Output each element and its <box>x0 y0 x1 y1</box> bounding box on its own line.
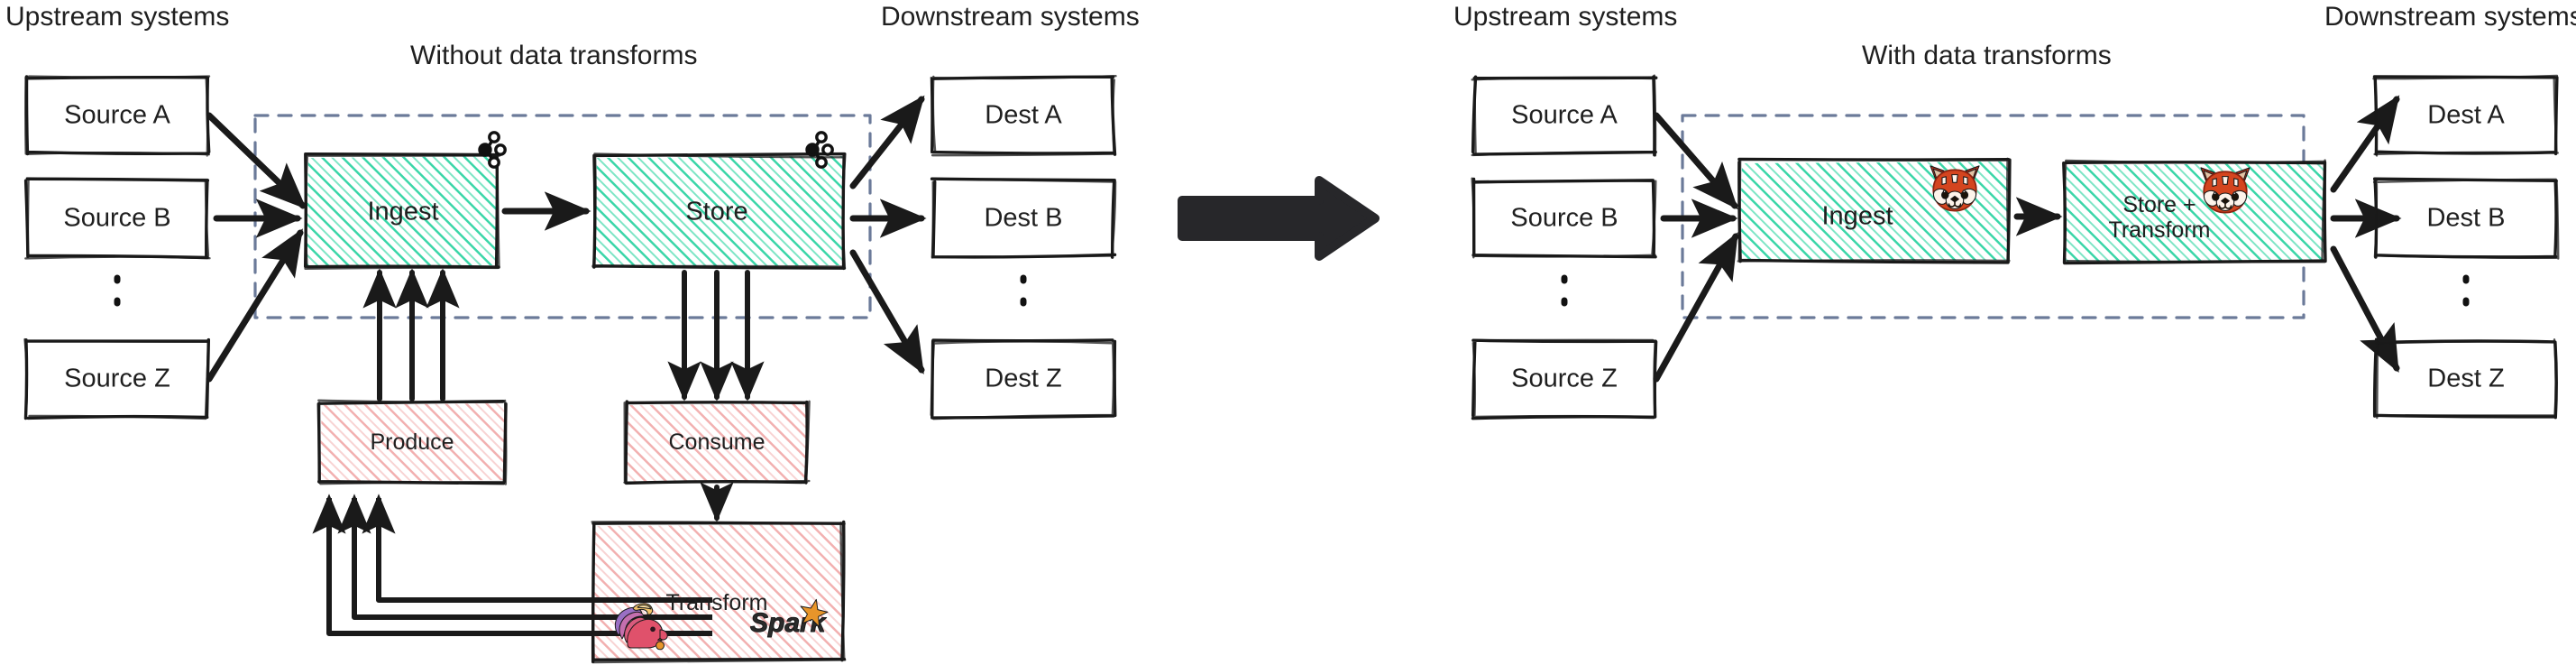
left-dest-z-box <box>930 338 1117 420</box>
consume-label: Consume <box>668 429 765 455</box>
right-arrow-store-to-dest-a <box>2330 95 2400 193</box>
produce-box <box>316 399 508 485</box>
right-arrow-source-z-to-ingest <box>1653 232 1739 383</box>
left-dest-a-box <box>930 74 1117 157</box>
left-panel-title: Without data transforms <box>410 41 698 70</box>
big-right-arrow-icon <box>1178 176 1380 261</box>
left-dest-b-label: Dest B <box>984 203 1063 233</box>
left-arrow-source-a-to-ingest <box>206 112 307 209</box>
left-ingest-box-fill <box>306 156 499 267</box>
left-dest-a-label: Dest A <box>985 100 1062 130</box>
right-dest-a-box <box>2372 74 2559 157</box>
left-dest-z-label: Dest Z <box>985 364 1062 393</box>
left-upstream-heading: Upstream systems <box>5 2 230 32</box>
apache-spark-logo: Spark <box>750 598 829 639</box>
right-dest-a-label: Dest A <box>2427 100 2505 130</box>
right-downstream-heading: Downstream systems <box>2324 2 2576 32</box>
right-dest-z-box <box>2372 337 2558 420</box>
left-ingest-box <box>303 152 501 270</box>
right-dest-z-label: Dest Z <box>2427 364 2505 393</box>
store-transform-line2: Transform <box>2108 217 2211 243</box>
right-dest-b-box <box>2372 177 2560 260</box>
svg-text:Spark: Spark <box>750 608 827 638</box>
right-source-b-box <box>1471 177 1657 259</box>
consume-box-fill <box>626 403 808 482</box>
right-store-transform-box <box>2062 159 2327 265</box>
left-ingest-label: Ingest <box>367 197 439 226</box>
left-source-z-label: Source Z <box>64 364 170 393</box>
right-source-a-label: Source A <box>1511 100 1618 130</box>
left-dest-b-box <box>930 177 1117 259</box>
produce-label: Produce <box>370 429 454 455</box>
right-arrow-source-a-to-ingest <box>1653 112 1738 210</box>
apache-flink-logo <box>615 603 668 651</box>
left-downstream-heading: Downstream systems <box>881 2 1140 32</box>
spark-star-icon <box>800 598 829 628</box>
right-store-transform-label: Store +Transform <box>2109 192 2211 243</box>
right-store-transform-box-fill <box>2064 163 2325 262</box>
right-source-b-label: Source B <box>1510 203 1618 233</box>
arrow-transform-to-produce-2 <box>337 494 712 620</box>
right-upstream-heading: Upstream systems <box>1453 2 1678 32</box>
right-ingest-label: Ingest <box>1821 201 1893 231</box>
right-dest-b-label: Dest B <box>2426 203 2506 233</box>
left-source-b-label: Source B <box>63 203 171 233</box>
arrow-transform-to-produce-3 <box>362 494 712 603</box>
redpanda-logo <box>1930 165 1980 212</box>
right-source-z-label: Source Z <box>1511 364 1618 393</box>
arrow-transform-to-produce-1 <box>312 494 712 636</box>
consume-box <box>623 400 811 485</box>
left-store-label: Store <box>685 197 748 226</box>
redpanda-logo <box>2200 167 2251 214</box>
left-store-box <box>591 152 847 271</box>
left-source-a-label: Source A <box>64 100 170 130</box>
transform-label: Transform <box>665 590 768 615</box>
left-arrow-store-to-dest-z <box>849 249 925 374</box>
produce-box-fill <box>319 403 506 482</box>
left-arrow-source-z-to-ingest <box>206 228 304 383</box>
left-store-box-fill <box>594 156 844 267</box>
apache-kafka-logo <box>478 131 507 169</box>
right-pipeline-boundary <box>1681 114 2306 319</box>
apache-kafka-logo <box>805 131 834 169</box>
right-arrow-store-to-dest-z <box>2330 245 2400 373</box>
left-source-b-box <box>23 177 211 260</box>
store-transform-line1: Store + <box>2122 192 2196 217</box>
left-arrow-store-to-dest-a <box>849 95 925 189</box>
right-panel-title: With data transforms <box>1862 41 2112 70</box>
